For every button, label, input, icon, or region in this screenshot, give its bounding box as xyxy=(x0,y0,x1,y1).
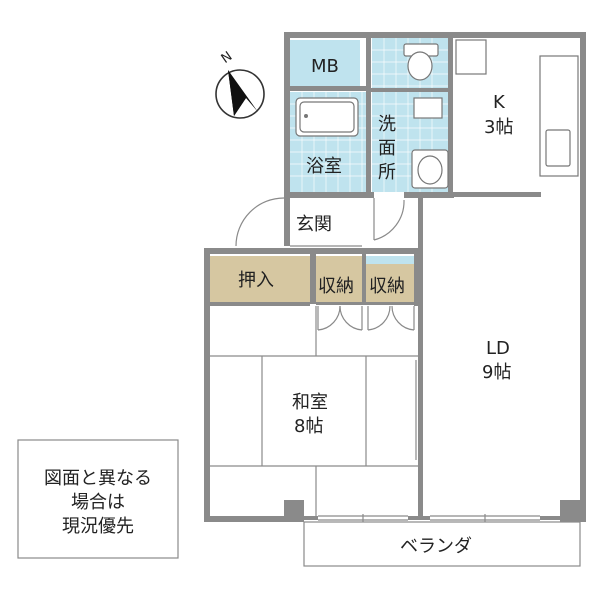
storage-doors xyxy=(317,305,415,331)
label-bath: 浴室 xyxy=(306,156,342,177)
entrance-doors xyxy=(235,197,405,247)
notice-line-1: 図面と異なる xyxy=(44,468,152,489)
storage-2-area xyxy=(366,264,418,304)
label-oshiire: 押入 xyxy=(238,270,274,291)
label-veranda: ベランダ xyxy=(400,536,472,557)
label-ld-size: 9帖 xyxy=(482,362,511,383)
notice-line-3: 現況優先 xyxy=(62,516,134,537)
veranda-outline xyxy=(303,521,581,567)
compass: N xyxy=(215,49,265,119)
tatami-lines xyxy=(210,306,418,516)
oshiire-area xyxy=(210,256,310,302)
label-kitchen-name: K xyxy=(493,92,506,113)
bath-fixtures xyxy=(295,43,449,189)
label-entrance: 玄関 xyxy=(296,214,332,235)
storage-1-area xyxy=(316,264,362,304)
label-wash-2: 面 xyxy=(378,138,396,159)
label-ld-name: LD xyxy=(486,338,510,359)
compass-north-label: N xyxy=(219,49,236,67)
label-wash-3: 所 xyxy=(378,162,396,183)
mb-area xyxy=(290,40,360,86)
label-wash-1: 洗 xyxy=(378,114,396,135)
storage-2-top xyxy=(366,256,418,264)
label-mb: MB xyxy=(311,56,339,77)
storage-1-top xyxy=(316,256,362,264)
label-washitsu-size: 8帖 xyxy=(294,416,323,437)
notice-box xyxy=(17,439,179,559)
label-kitchen-size: 3帖 xyxy=(484,117,513,138)
label-storage-1: 収納 xyxy=(318,276,354,297)
notice-line-2: 場合は xyxy=(71,492,125,513)
label-washitsu-name: 和室 xyxy=(292,392,328,413)
label-storage-2: 収納 xyxy=(369,276,405,297)
kitchen-fixtures xyxy=(455,39,579,177)
